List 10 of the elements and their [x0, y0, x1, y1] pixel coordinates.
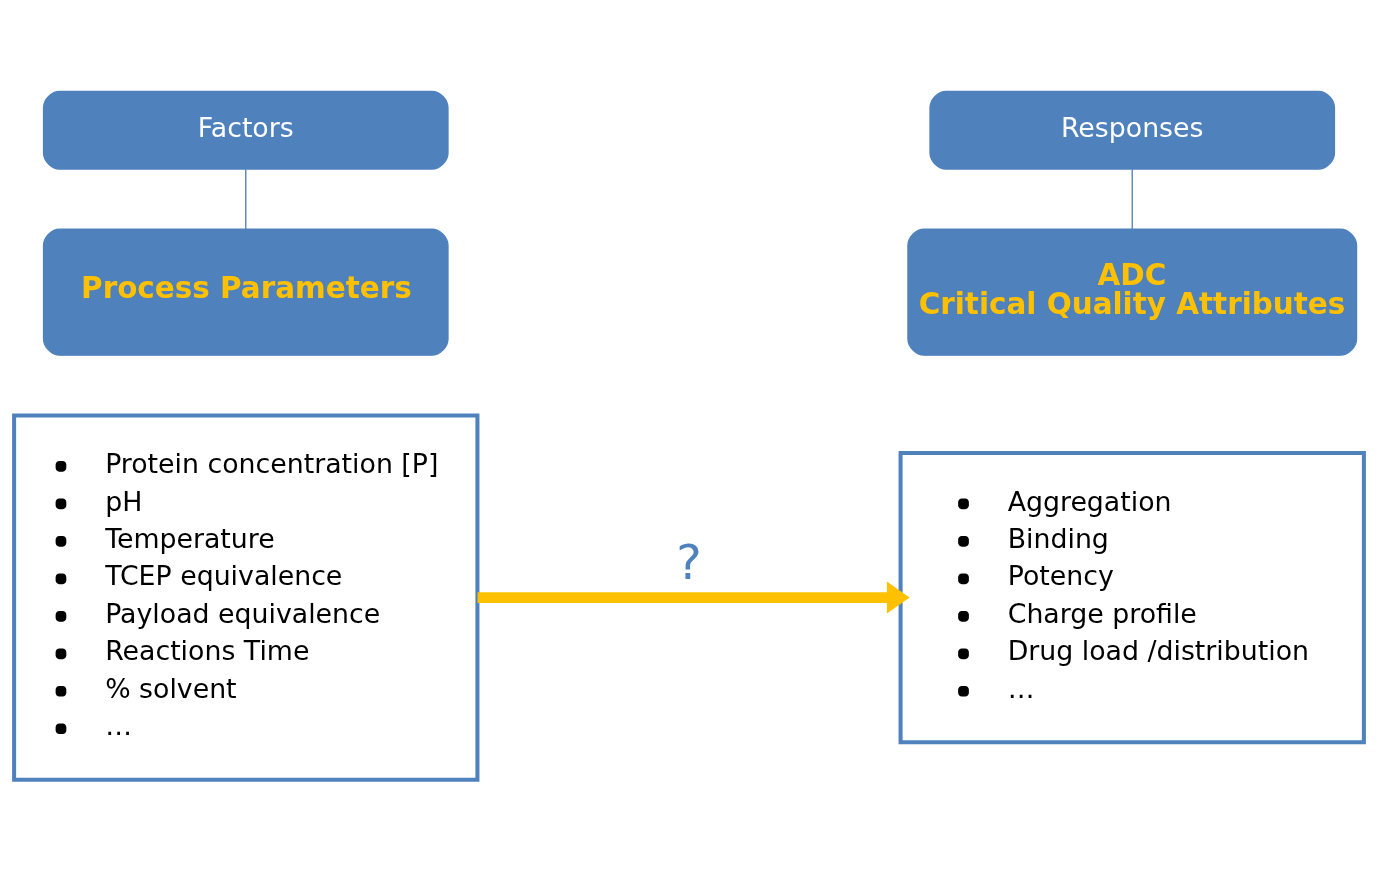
node-box: Aggregation Binding Potency Charge profile Drug load /distribution … — [898, 450, 1366, 744]
connector — [1131, 168, 1133, 230]
node-box: ADC Critical Quality Attributes — [907, 228, 1358, 356]
node-box: Responses — [929, 90, 1336, 170]
connector — [245, 168, 247, 230]
edge-label: ? — [676, 533, 702, 590]
node-box: Protein concentration [P] pH Temperature TCEP equivalence Payload equivalence Reactions Time % solvent … — [12, 412, 480, 782]
arrow — [477, 581, 910, 613]
node-box: Factors — [42, 90, 449, 170]
node-box: Process Parameters — [42, 228, 449, 356]
